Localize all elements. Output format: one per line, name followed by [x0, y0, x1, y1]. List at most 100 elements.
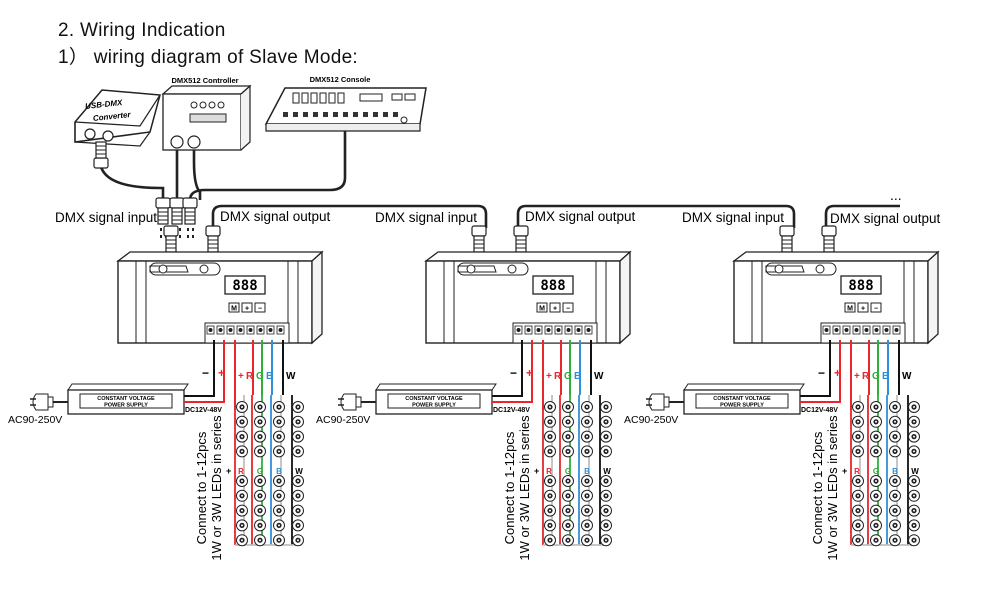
svg-text:R: R	[546, 467, 552, 476]
svg-text:B: B	[266, 371, 273, 382]
led	[581, 534, 593, 547]
led	[908, 475, 920, 487]
svg-text:+: +	[218, 366, 225, 380]
led	[870, 415, 882, 428]
signal-continues-mark: ...	[890, 187, 902, 203]
signal-output-label-1: DMX signal output	[220, 209, 331, 224]
led	[870, 504, 882, 517]
led	[870, 430, 882, 443]
led	[852, 401, 864, 413]
led	[870, 534, 882, 547]
led	[273, 489, 285, 502]
led	[908, 519, 920, 532]
led	[292, 475, 304, 487]
svg-text:G: G	[565, 467, 571, 476]
svg-text:−: −	[202, 366, 209, 380]
led	[273, 430, 285, 443]
led	[254, 430, 266, 443]
led-note-line1: Connect to 1-12pcs	[502, 431, 517, 544]
led	[544, 430, 556, 443]
decoder-button-3	[870, 302, 882, 313]
led	[292, 519, 304, 532]
svg-text:G: G	[564, 371, 572, 382]
led	[852, 445, 864, 458]
svg-text:−: −	[510, 366, 517, 380]
signal-cables-chain	[211, 204, 900, 228]
led	[544, 504, 556, 517]
led	[908, 401, 920, 413]
led	[273, 445, 285, 458]
led	[254, 445, 266, 458]
led	[600, 534, 612, 547]
svg-text:+: +	[526, 366, 533, 380]
led	[908, 504, 920, 517]
led	[273, 519, 285, 532]
decoder-button-1	[536, 302, 548, 313]
svg-text:W: W	[902, 371, 912, 382]
svg-text:+: +	[245, 306, 249, 313]
ac-label: AC90-250V	[316, 414, 370, 426]
usb-dmx-converter: USB-DMX Converter	[74, 89, 161, 147]
led	[236, 519, 248, 532]
led	[254, 475, 266, 487]
led	[562, 445, 574, 458]
led	[236, 504, 248, 517]
led	[292, 445, 304, 458]
led	[562, 430, 574, 443]
led	[273, 401, 285, 413]
led-display	[224, 275, 266, 295]
svg-text:W: W	[295, 467, 303, 476]
led	[562, 489, 574, 502]
led	[254, 534, 266, 547]
svg-text:+: +	[842, 466, 847, 476]
led	[889, 489, 901, 502]
input-plug	[471, 225, 487, 253]
dc-label: DC12V-48V	[185, 407, 222, 414]
svg-text:G: G	[873, 467, 879, 476]
led	[254, 401, 266, 413]
decoder-button-3	[254, 302, 266, 313]
decoder-button-1	[844, 302, 856, 313]
svg-text:+: +	[226, 466, 231, 476]
svg-text:M: M	[231, 306, 237, 313]
led	[236, 489, 248, 502]
dmx-socket-in	[158, 264, 168, 274]
svg-text:CONSTANT VOLTAGE: CONSTANT VOLTAGE	[97, 396, 155, 402]
led	[292, 504, 304, 517]
led	[292, 430, 304, 443]
led	[889, 475, 901, 487]
svg-text:B: B	[276, 467, 282, 476]
dmx-socket-out	[507, 264, 517, 274]
svg-text:R: R	[854, 467, 860, 476]
svg-text:−: −	[566, 306, 570, 313]
led	[600, 415, 612, 428]
led-note-line2: 1W or 3W LEDs in series	[209, 415, 224, 561]
led	[254, 504, 266, 517]
decoder-button-2	[241, 302, 253, 313]
ac-label: AC90-250V	[8, 414, 62, 426]
dmx-socket-out	[199, 264, 209, 274]
decoder-button-3	[562, 302, 574, 313]
led	[600, 489, 612, 502]
led	[908, 415, 920, 428]
dmx-socket-in	[774, 264, 784, 274]
led	[889, 445, 901, 458]
led	[600, 475, 612, 487]
led	[562, 534, 574, 547]
led	[562, 504, 574, 517]
led-display	[840, 275, 882, 295]
led	[292, 489, 304, 502]
led	[544, 415, 556, 428]
svg-text:W: W	[603, 467, 611, 476]
decoder-button-2	[549, 302, 561, 313]
display-digits: 888	[848, 278, 873, 294]
led	[562, 519, 574, 532]
led	[562, 415, 574, 428]
led	[889, 534, 901, 547]
led	[852, 430, 864, 443]
svg-text:M: M	[847, 306, 853, 313]
led	[889, 504, 901, 517]
